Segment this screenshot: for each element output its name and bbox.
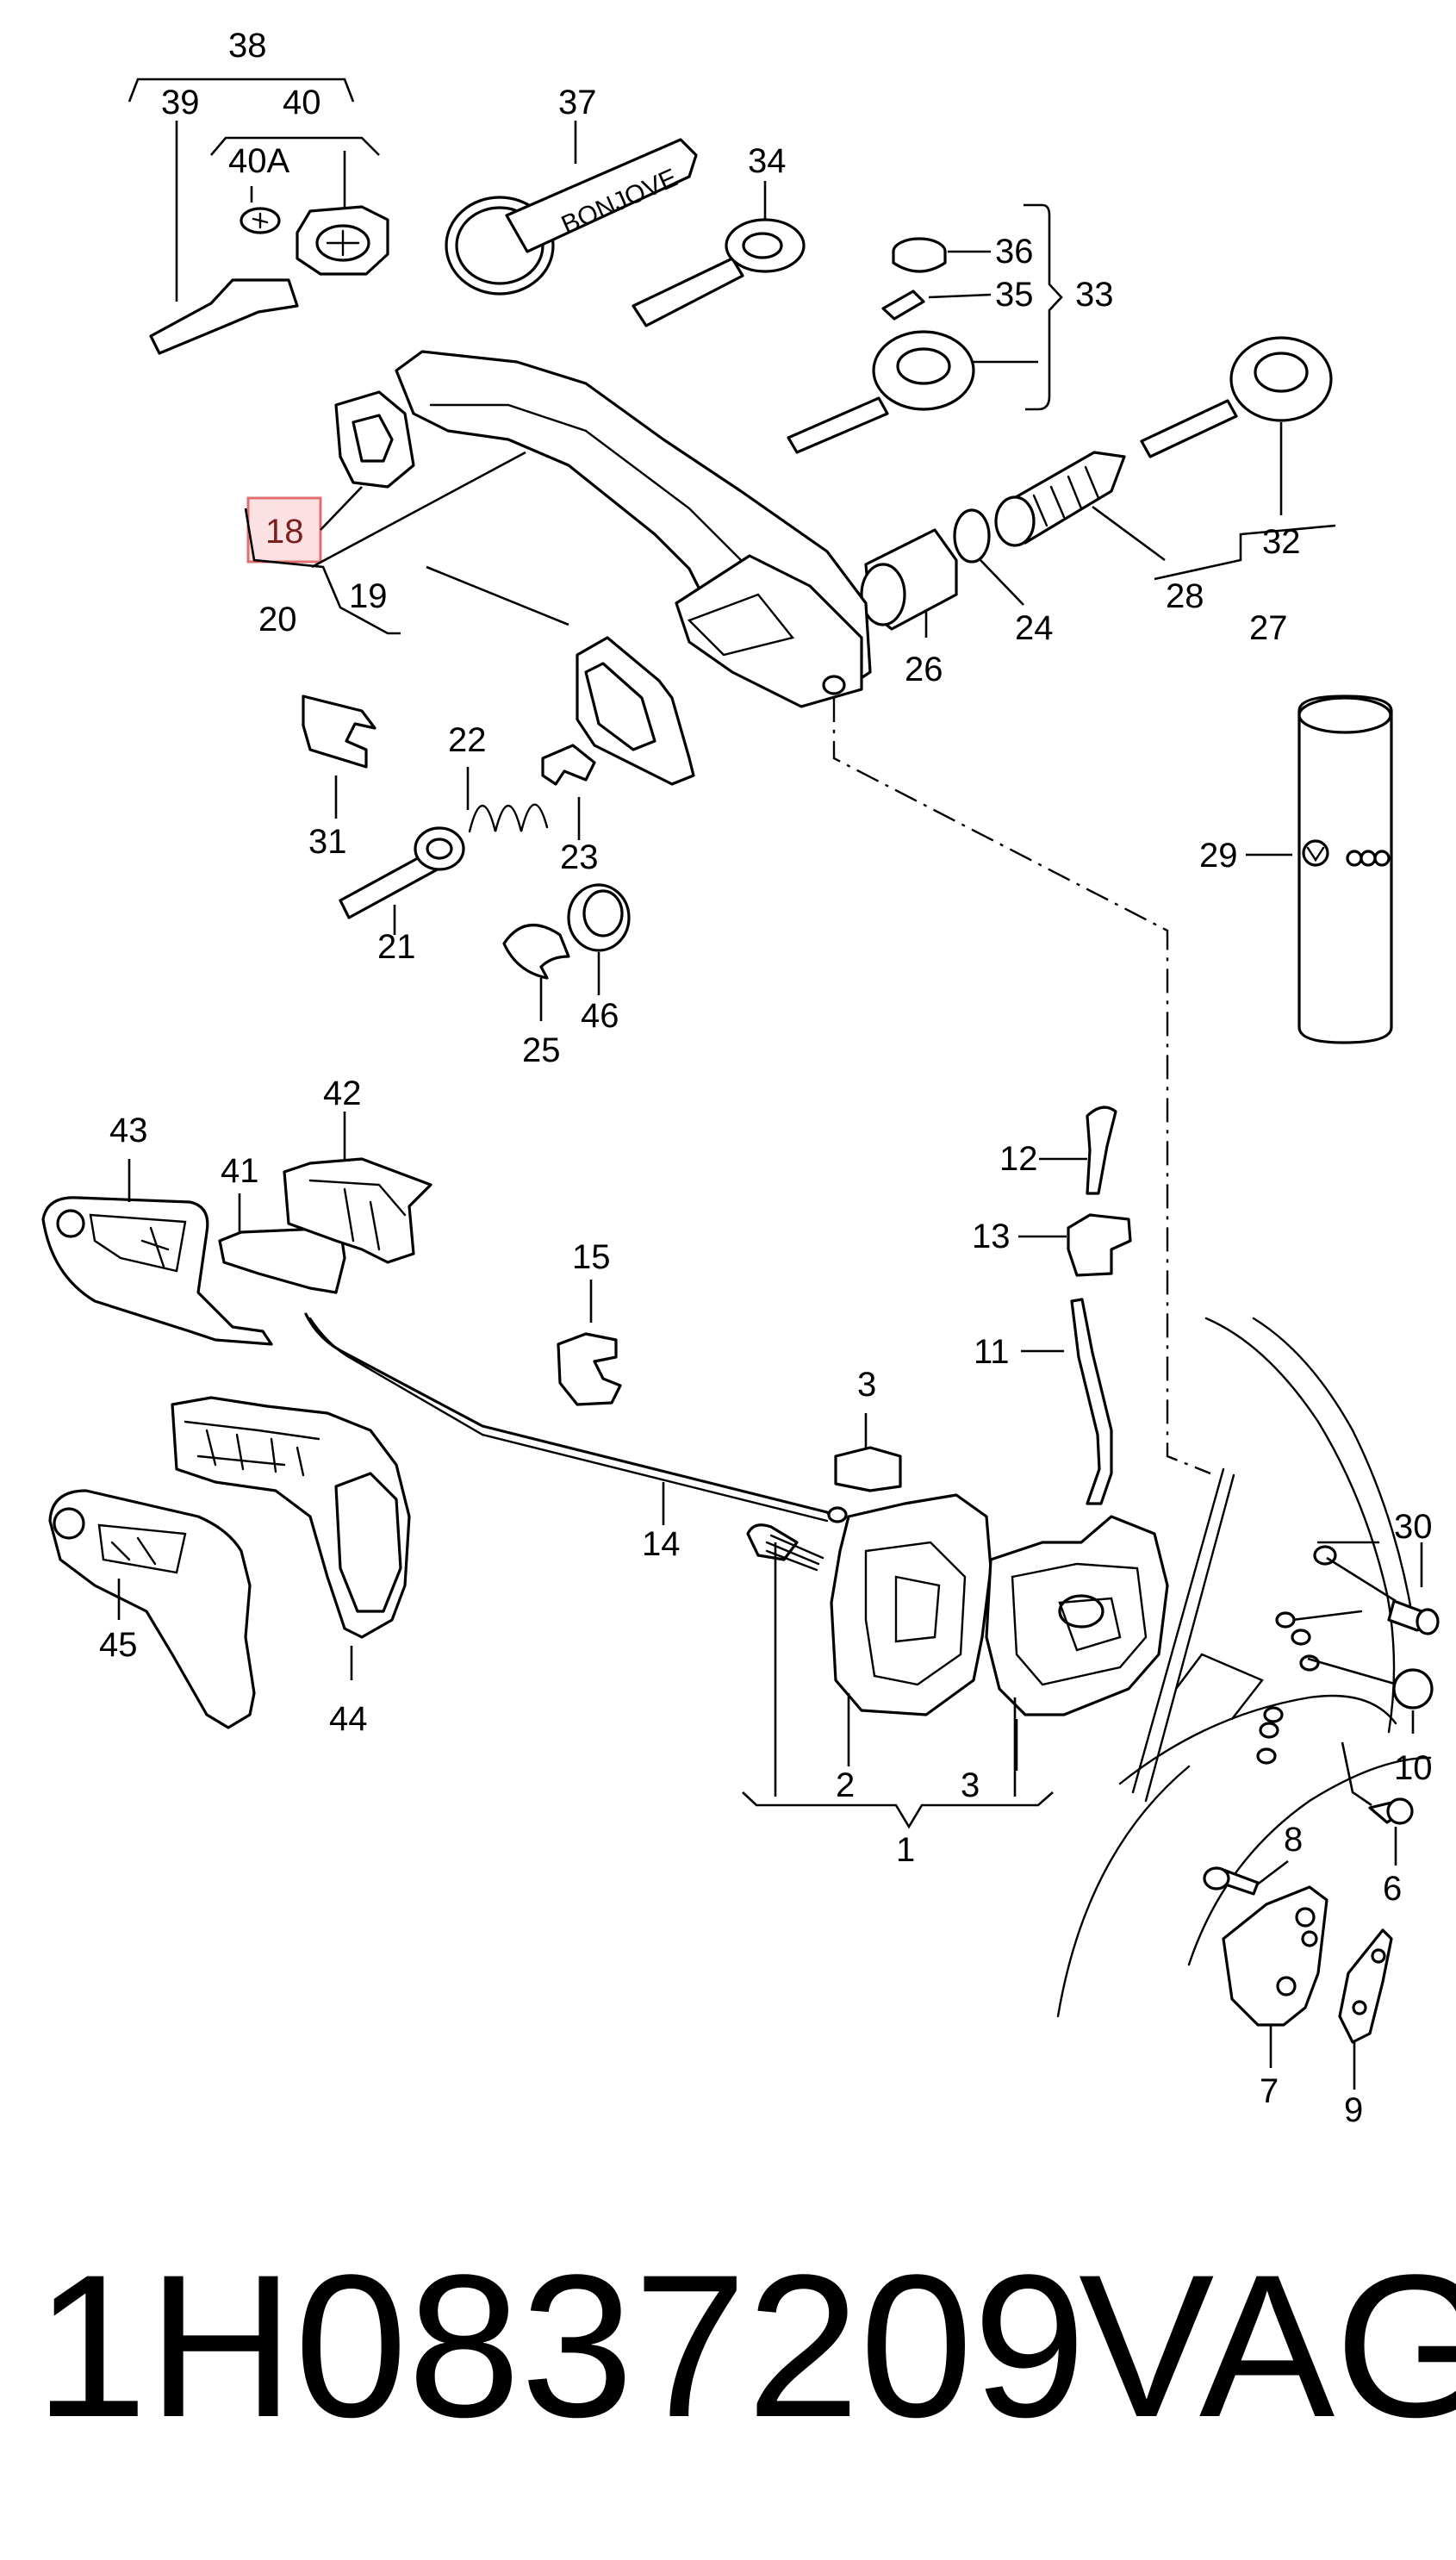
callout-labels: 38 39 40 40A 37 34 36 35 33 32 28 27 24 … [99,27,1433,2129]
door-pillar-striker [1056,1317,1440,2090]
interior-handle-45-44 [48,1396,411,1729]
actuator-rods-11-12-13 [1018,1106,1132,1505]
door-handle-assembly [334,350,872,786]
callout-23: 23 [560,838,599,876]
callout-36: 36 [995,233,1034,271]
highlight-box-18 [246,496,322,564]
callout-42: 42 [323,1074,362,1112]
callout-44: 44 [329,1700,368,1738]
callout-14: 14 [642,1525,681,1563]
clip-15 [557,1280,622,1406]
callout-19: 19 [349,577,388,615]
plug-3 [834,1413,902,1492]
callout-9: 9 [1344,2091,1363,2129]
callout-3-top: 3 [857,1366,876,1404]
keyring-37: BONJOVE [445,121,698,296]
callout-21: 21 [377,928,416,966]
callout-25: 25 [522,1031,561,1069]
callout-24: 24 [1015,609,1054,647]
callout-12: 12 [999,1140,1038,1178]
key-set-33 [787,203,1063,454]
callout-45: 45 [99,1626,138,1664]
callout-40: 40 [283,84,321,121]
callout-11: 11 [974,1333,1010,1371]
callout-22: 22 [448,721,487,759]
key-32 [1140,336,1333,515]
part-number-caption: 1H0837209 [34,2233,1086,2460]
callout-35: 35 [995,276,1034,314]
callout-29: 29 [1199,837,1238,875]
door-lock-assembly-1 [742,1493,1169,1829]
callout-2: 2 [836,1766,855,1804]
callout-18: 18 [265,513,304,551]
callout-43: 43 [109,1112,148,1149]
callout-31: 31 [308,823,347,861]
callout-1: 1 [896,1831,915,1869]
key-34 [632,181,806,327]
interior-handle-43-41-42 [41,1112,848,1525]
callout-6: 6 [1383,1870,1402,1908]
callout-39: 39 [161,84,200,121]
callout-30: 30 [1394,1508,1433,1546]
callout-28: 28 [1166,577,1204,615]
brand-caption: VAG [1079,2233,1456,2460]
key-group-38 [128,78,389,355]
callout-7: 7 [1260,2072,1279,2110]
callout-3-bottom: 3 [961,1766,980,1804]
callout-40a: 40A [228,142,289,180]
callout-15: 15 [572,1238,611,1276]
callout-8: 8 [1284,1821,1303,1859]
lock-cylinder-28 [860,451,1336,638]
callout-26: 26 [905,651,943,688]
assembly-dashed-line [832,698,1211,1475]
callout-32: 32 [1262,523,1301,561]
callout-38: 38 [228,27,267,65]
callout-13: 13 [972,1218,1011,1255]
callout-46: 46 [581,997,619,1035]
callout-27: 27 [1249,609,1288,647]
callout-34: 34 [748,142,787,180]
small-parts-cluster [302,695,631,1021]
grease-can-29 [1246,695,1393,1044]
callout-20: 20 [258,601,297,638]
callout-41: 41 [221,1152,259,1190]
callout-37: 37 [558,84,597,121]
callout-33: 33 [1075,276,1114,314]
callout-10: 10 [1394,1749,1433,1787]
